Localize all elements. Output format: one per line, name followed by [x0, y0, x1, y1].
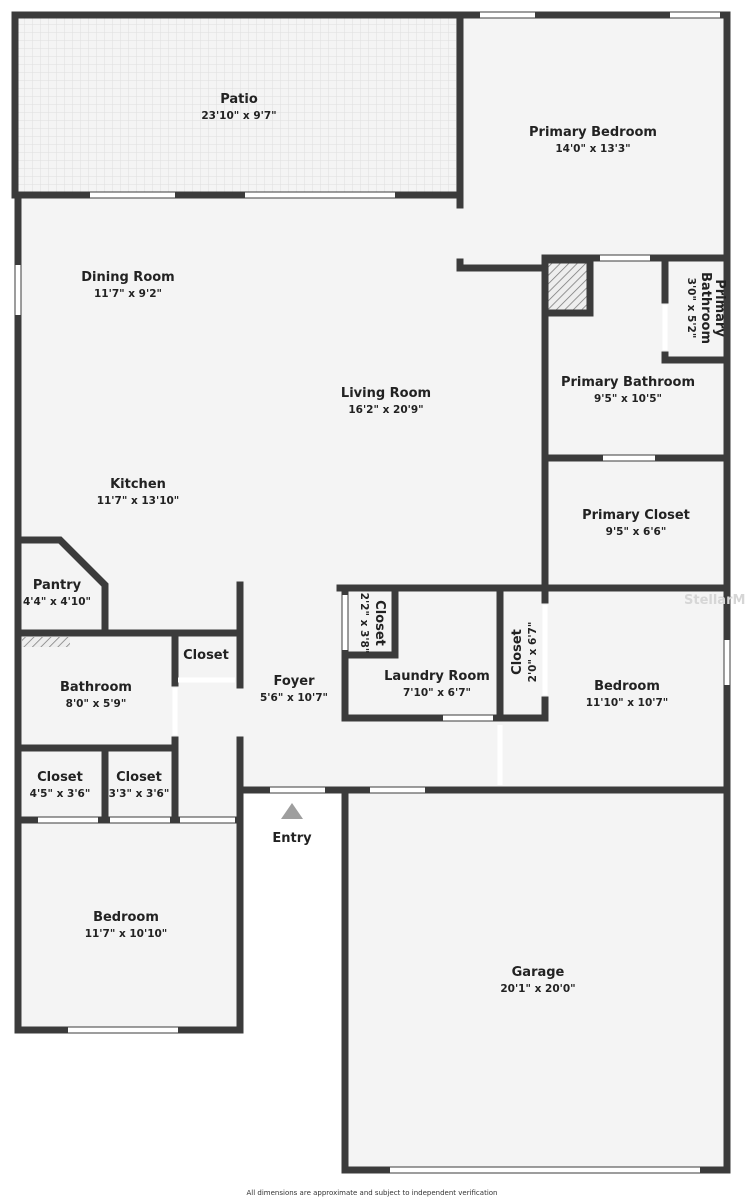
room-name-patio: Patio	[220, 92, 258, 107]
room-name-foyer: Foyer	[274, 674, 316, 689]
room-dim-living-room: 16'2" x 20'9"	[348, 404, 423, 416]
room-label-primary-bathroom-small: Primary Bathroom 3'0" x 5'2"	[685, 272, 727, 344]
room-label-closet-bedroom: Closet 2'0" x 6'7"	[510, 622, 539, 683]
room-dim-primary-bathroom: 9'5" x 10'5"	[594, 393, 662, 405]
room-dim-bedroom-left: 11'7" x 10'10"	[85, 928, 168, 940]
entry-arrow-icon	[281, 803, 303, 819]
room-name-bedroom-right: Bedroom	[594, 679, 660, 694]
room-dim-primary-closet: 9'5" x 6'6"	[606, 526, 667, 538]
watermark: StellarMLS	[684, 593, 745, 608]
room-dim-kitchen: 11'7" x 13'10"	[97, 495, 180, 507]
room-name-kitchen: Kitchen	[110, 477, 166, 492]
hatched-area	[548, 261, 588, 313]
room-name-closet-bath: Closet	[183, 648, 229, 663]
room-dim-patio: 23'10" x 9'7"	[201, 110, 276, 122]
room-name-bedroom-left: Bedroom	[93, 910, 159, 925]
room-dim-bedroom-right: 11'10" x 10'7"	[586, 697, 669, 709]
entry-label: Entry	[272, 831, 312, 846]
svg-text:2'2" x 3'8": 2'2" x 3'8"	[358, 593, 370, 654]
room-dim-pantry: 4'4" x 4'10"	[23, 596, 91, 608]
room-name-bathroom: Bathroom	[60, 680, 132, 695]
svg-text:2'0" x 6'7": 2'0" x 6'7"	[527, 622, 539, 683]
room-dim-garage: 20'1" x 20'0"	[500, 983, 575, 995]
room-name-primary-closet: Primary Closet	[582, 508, 690, 523]
room-name-living-room: Living Room	[341, 386, 431, 401]
room-name-primary-bathroom: Primary Bathroom	[561, 375, 695, 390]
svg-text:3'0" x 5'2": 3'0" x 5'2"	[685, 278, 697, 339]
openings	[15, 12, 730, 1173]
room-dim-bathroom: 8'0" x 5'9"	[66, 698, 127, 710]
patio-floor	[15, 15, 460, 195]
svg-text:Bathroom: Bathroom	[698, 272, 713, 344]
room-label-closet-hall: Closet 2'2" x 3'8"	[358, 593, 387, 654]
svg-text:Primary: Primary	[712, 279, 727, 337]
room-name-pantry: Pantry	[33, 578, 82, 593]
room-dim-closet-left: 4'5" x 3'6"	[30, 788, 91, 800]
room-dim-primary-bedroom: 14'0" x 13'3"	[555, 143, 630, 155]
room-dim-dining-room: 11'7" x 9'2"	[94, 288, 162, 300]
room-name-primary-bedroom: Primary Bedroom	[529, 125, 657, 140]
room-name-laundry-room: Laundry Room	[384, 669, 490, 684]
disclaimer: All dimensions are approximate and subje…	[247, 1189, 498, 1197]
room-dim-laundry-room: 7'10" x 6'7"	[403, 687, 471, 699]
room-dim-closet-mid: 3'3" x 3'6"	[109, 788, 170, 800]
hatched-area	[22, 637, 70, 647]
room-name-dining-room: Dining Room	[81, 270, 174, 285]
room-name-garage: Garage	[512, 965, 565, 980]
room-name-closet-left: Closet	[37, 770, 83, 785]
room-name-closet-mid: Closet	[116, 770, 162, 785]
svg-text:Closet: Closet	[372, 600, 387, 646]
room-dim-foyer: 5'6" x 10'7"	[260, 692, 328, 704]
svg-text:Closet: Closet	[510, 629, 525, 675]
